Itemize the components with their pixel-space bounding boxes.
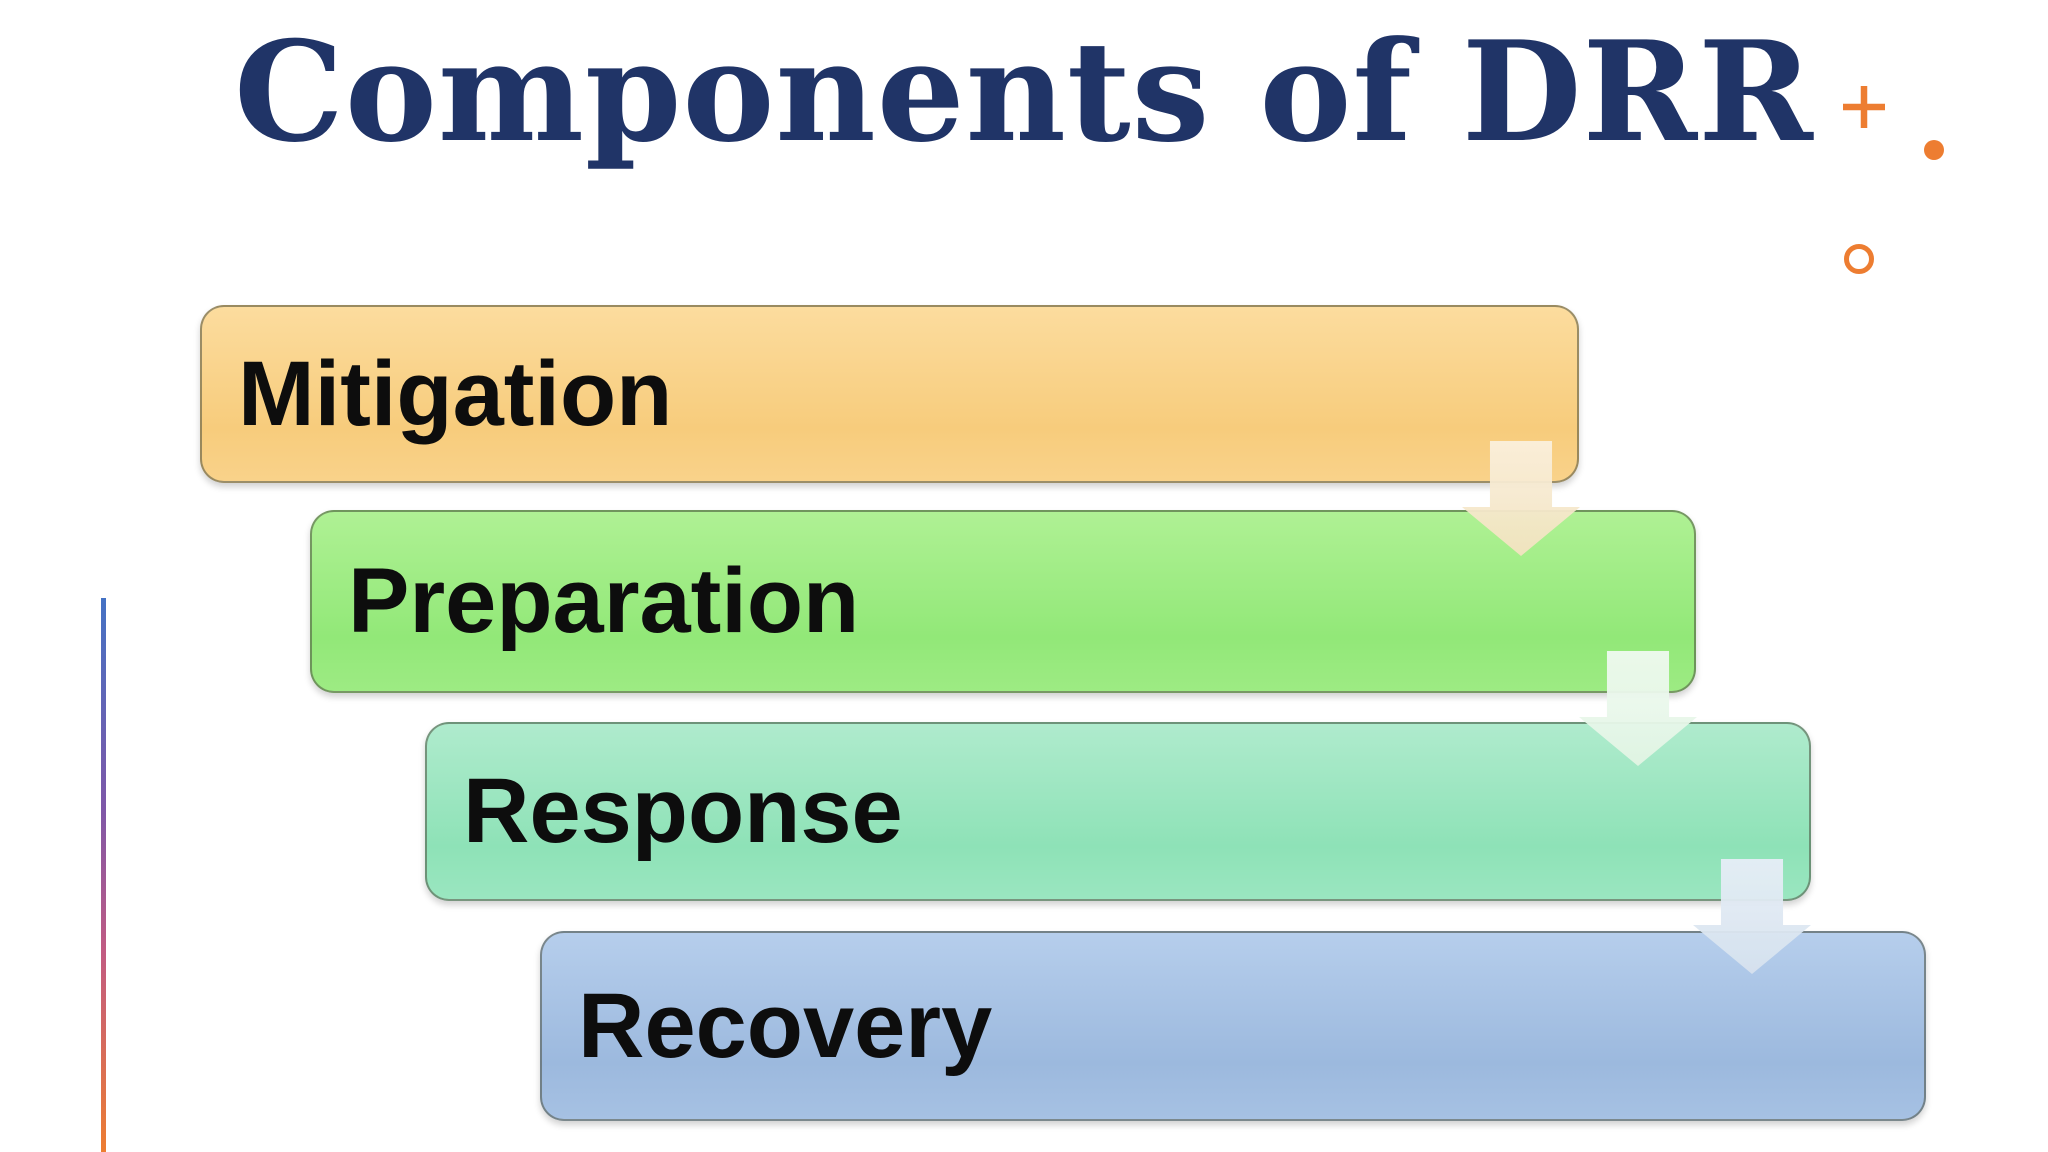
bar-label-recovery: Recovery bbox=[578, 974, 993, 1077]
plus-icon bbox=[1843, 86, 1885, 128]
filled-dot-icon bbox=[1924, 140, 1944, 160]
process-bar-response: Response bbox=[425, 722, 1811, 901]
bar-label-preparation: Preparation bbox=[348, 550, 860, 652]
gradient-accent-line bbox=[101, 598, 106, 1152]
bar-label-response: Response bbox=[463, 760, 903, 862]
ring-icon bbox=[1844, 244, 1874, 274]
process-bar-mitigation: Mitigation bbox=[200, 305, 1579, 483]
process-bar-preparation: Preparation bbox=[310, 510, 1696, 693]
process-bar-recovery: Recovery bbox=[540, 931, 1926, 1121]
slide-title: Components of DRR bbox=[234, 10, 1814, 173]
bar-label-mitigation: Mitigation bbox=[238, 342, 673, 445]
